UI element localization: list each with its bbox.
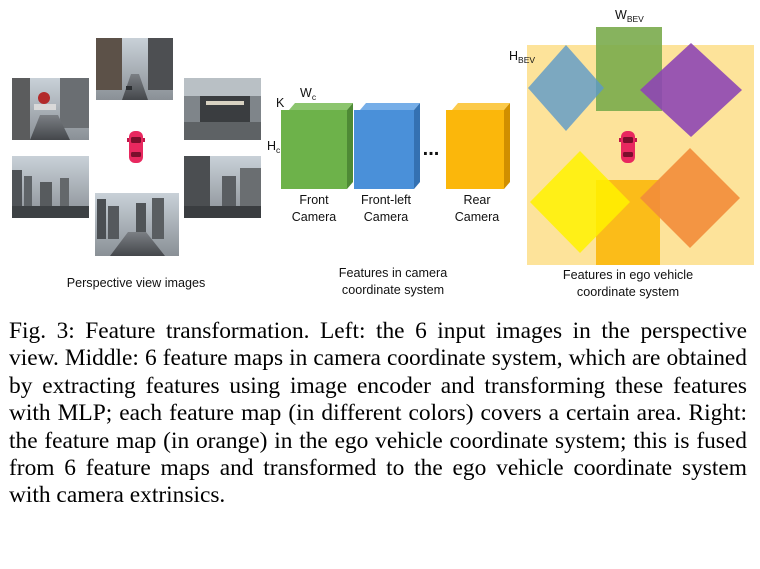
dim-h-label: Hc [267, 139, 281, 155]
ego-features-panel: WBEV HBEV Features in ego vehicle coordi… [509, 8, 754, 299]
feature-map-front-camera [281, 103, 353, 189]
bev-ego-car-icon [619, 131, 637, 163]
figure-caption: Fig. 3: Feature transformation. Left: th… [9, 318, 747, 509]
camera-photo-back [95, 193, 179, 256]
ego-car-icon [127, 131, 145, 163]
camera-photo-back-right [184, 156, 261, 218]
perspective-view-panel: Perspective view images [12, 38, 261, 290]
dim-h-bev-label: HBEV [509, 49, 535, 65]
camera-features-caption-line2: coordinate system [342, 283, 444, 297]
front-camera-label-line2: Camera [292, 210, 337, 224]
ego-features-caption-line1: Features in ego vehicle [563, 268, 693, 282]
more-feature-maps-ellipsis: ... [423, 138, 440, 160]
camera-features-panel: ... K Wc Hc Front Camera Front-left Came… [267, 86, 510, 297]
front-left-camera-label-line1: Front-left [361, 193, 412, 207]
camera-photo-front-left [12, 78, 89, 140]
feature-transformation-figure: Perspective view images ... K Wc Hc Fron… [12, 8, 754, 299]
dim-w-bev-label: WBEV [615, 8, 644, 24]
camera-photo-back-left [12, 156, 89, 218]
feature-map-rear-camera [446, 103, 510, 189]
bev-region-back-left [530, 151, 630, 253]
front-camera-label-line1: Front [299, 193, 329, 207]
dim-w-label: Wc [300, 86, 317, 102]
bev-region-front-right [640, 43, 742, 137]
camera-features-caption-line1: Features in camera [339, 266, 448, 280]
perspective-view-caption: Perspective view images [67, 276, 206, 290]
dim-k-label: K [276, 96, 285, 110]
rear-camera-label-line1: Rear [463, 193, 490, 207]
rear-camera-label-line2: Camera [455, 210, 500, 224]
bev-region-front-left [528, 45, 604, 131]
bev-region-back-right [640, 148, 740, 248]
front-left-camera-label-line2: Camera [364, 210, 409, 224]
feature-map-front-left-camera [354, 103, 420, 189]
camera-photo-front-right [184, 78, 261, 140]
camera-photo-front [96, 38, 173, 100]
ego-features-caption-line2: coordinate system [577, 285, 679, 299]
